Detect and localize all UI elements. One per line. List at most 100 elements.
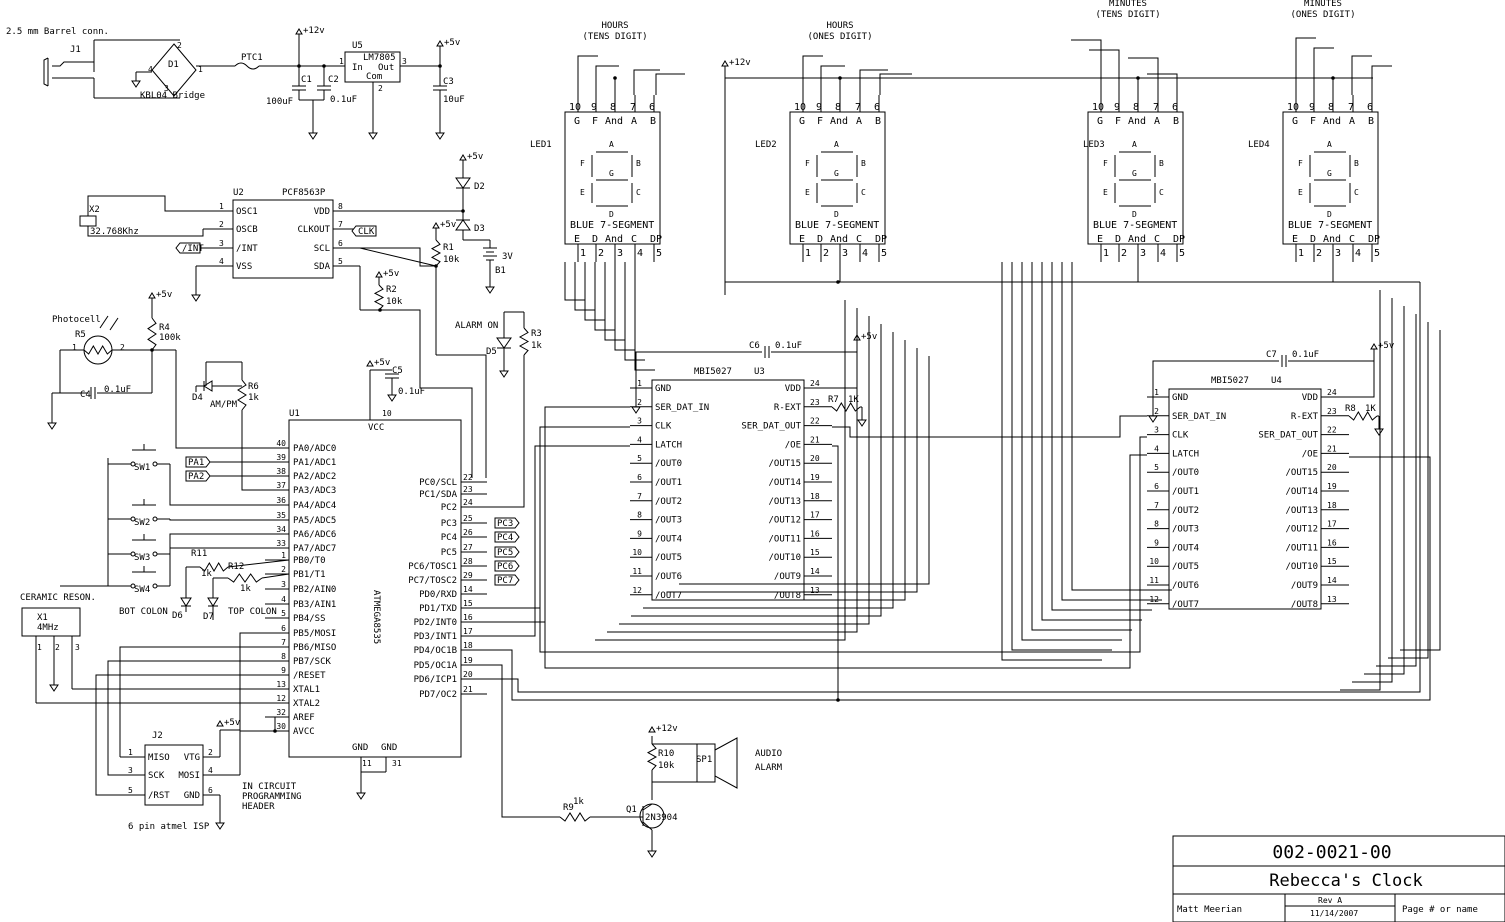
label: 40: [276, 439, 286, 448]
alarm-section: ALARM OND5R31k+12vR1010kSP1AUDIOALARMQ12…: [455, 311, 783, 858]
label: 8: [281, 652, 286, 661]
label: 3: [402, 57, 407, 66]
label: B: [1354, 159, 1359, 168]
led-icon: [496, 337, 512, 349]
label: 1: [1154, 388, 1159, 397]
net-flag-label: PC6: [497, 562, 513, 572]
label: PD4/OC1B: [414, 646, 457, 656]
junction-dot: [438, 64, 442, 68]
label: SER_DAT_OUT: [741, 422, 801, 432]
label: 4: [1355, 248, 1361, 259]
label: 3: [617, 248, 623, 259]
supply-arrow-icon: [216, 720, 224, 727]
label: 4: [862, 248, 868, 259]
label: 1k: [531, 341, 542, 351]
label: 0.1uF: [1292, 350, 1319, 360]
label: 14: [1327, 576, 1337, 585]
label: C1: [301, 75, 312, 85]
label: /OUT6: [1172, 581, 1199, 591]
label: MINUTES: [1109, 0, 1147, 9]
label: D: [609, 210, 614, 219]
label: 10k: [386, 297, 403, 307]
label: HOURS: [601, 21, 628, 31]
label: PD6/ICP1: [414, 675, 457, 685]
label: /OUT14: [1285, 487, 1318, 497]
label: /OUT9: [1291, 581, 1318, 591]
seven-segment-display: [1087, 111, 1184, 245]
supply-arrow-icon: [148, 292, 156, 299]
label: SW1: [134, 463, 150, 473]
net-flag: [185, 470, 211, 482]
label: DP: [1173, 234, 1185, 245]
label: 9: [591, 102, 597, 113]
label: 2: [1121, 248, 1127, 259]
resistor-icon: [831, 402, 861, 412]
label: 20: [463, 670, 473, 679]
label: LED4: [1248, 140, 1270, 150]
label: 3: [1140, 248, 1146, 259]
label: (ONES DIGIT): [807, 32, 872, 42]
label: /RST: [148, 791, 170, 801]
label: AREF: [293, 713, 315, 723]
label: MINUTES: [1304, 0, 1342, 9]
label: J2: [152, 731, 163, 741]
label: R7: [828, 395, 839, 405]
resistor-icon: [227, 573, 263, 583]
label: SW2: [134, 518, 150, 528]
label: E: [1292, 234, 1298, 245]
label: /OUT2: [1172, 506, 1199, 516]
label: PC1/SDA: [419, 490, 458, 500]
label: 9: [637, 529, 642, 538]
supply-label: +5v: [383, 269, 399, 279]
label: BLUE 7-SEGMENT: [570, 220, 654, 231]
page-name: Page # or name: [1402, 905, 1478, 915]
label: F: [1310, 116, 1316, 127]
label: D: [592, 234, 598, 245]
label: GND: [381, 743, 397, 753]
ground-icon: [485, 286, 495, 294]
label: 21: [810, 435, 820, 444]
label: MOSI: [178, 771, 200, 781]
label: C: [631, 234, 637, 245]
label: R-EXT: [774, 403, 802, 413]
label: F: [580, 159, 585, 168]
label: C4: [80, 390, 91, 400]
label: /OUT7: [1172, 600, 1199, 610]
label: F: [1103, 159, 1108, 168]
label: G: [574, 116, 580, 127]
label: And: [605, 234, 623, 245]
ground-icon: [1374, 428, 1384, 436]
label: F: [817, 116, 823, 127]
label: C: [1349, 234, 1355, 245]
wiring: [487, 37, 1441, 702]
label: PB0/T0: [293, 556, 326, 566]
supply-arrow-icon: [1370, 343, 1378, 350]
net-flag-label: PC4: [497, 533, 513, 543]
label: 17: [810, 511, 820, 520]
label: 7: [281, 638, 286, 647]
label: 7: [630, 102, 636, 113]
label: AUDIO: [755, 749, 782, 759]
label: 0.1uF: [398, 387, 425, 397]
seven-segment-display: [1282, 111, 1379, 245]
label: F: [1298, 159, 1303, 168]
label: 10: [569, 102, 581, 113]
ground-icon: [435, 132, 445, 140]
label: /OUT2: [655, 497, 682, 507]
label: 100k: [159, 333, 181, 343]
label: PA6/ADC6: [293, 530, 336, 540]
label: PB1/T1: [293, 570, 326, 580]
net-flag-label: PA2: [188, 472, 204, 482]
label: 8: [338, 202, 343, 211]
label: 6: [874, 102, 880, 113]
label: A: [609, 140, 614, 149]
label: PA1/ADC1: [293, 458, 336, 468]
label: 100uF: [266, 97, 293, 107]
label: 5: [128, 786, 133, 795]
label: F: [592, 116, 598, 127]
label: 10: [382, 409, 392, 418]
